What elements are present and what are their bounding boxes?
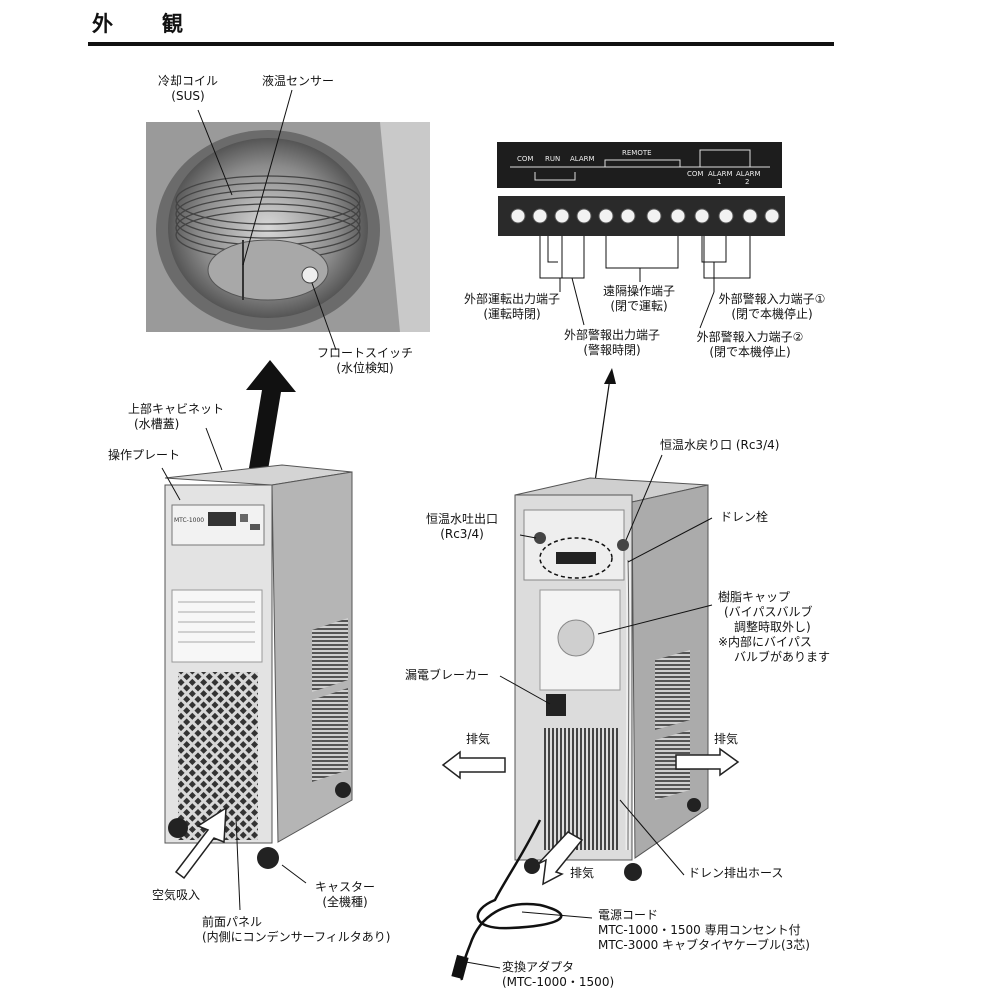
power-cord-label: 電源コード MTC-1000・1500 専用コンセント付 MTC-3000 キャ… — [598, 908, 810, 953]
ext-alarm-in2-sub: (閉で本機停止) — [709, 345, 791, 359]
temp-sensor-label: 液温センサー — [262, 74, 335, 88]
power-cord-sub2: MTC-3000 キャブタイヤケーブル(3芯) — [598, 938, 810, 952]
remote-terminal-label: 遠隔操作端子 (閉で運転) — [584, 284, 694, 314]
float-switch-sub: (水位検知) — [336, 361, 394, 375]
front-panel-text: 前面パネル — [202, 915, 263, 929]
resin-cap-note2: バルブがあります — [734, 650, 831, 664]
rear-unit — [451, 477, 709, 981]
page-title: 外 観 — [92, 12, 197, 36]
terminal-com-text: COM — [517, 155, 533, 163]
terminal-alarm-text: ALARM — [570, 155, 595, 163]
upper-cabinet-sub: (水槽蓋) — [134, 417, 180, 431]
terminal-alarm2-num: 2 — [745, 178, 749, 186]
terminal-alarm2-text: ALARM — [736, 170, 761, 178]
outlet-port-sub: (Rc3/4) — [440, 527, 484, 541]
return-port-icon — [617, 539, 629, 551]
ext-alarm-out-label: 外部警報出力端子 (警報時閉) — [552, 328, 672, 358]
resin-cap-sub1: (バイパスバルブ — [724, 605, 813, 619]
leakage-breaker-label: 漏電ブレーカー — [405, 668, 490, 682]
front-unit-model: MTC-1000 — [174, 517, 204, 524]
cooling-coil-label: 冷却コイル (SUS) — [138, 74, 238, 104]
ext-run-out-label: 外部運転出力端子 (運転時閉) — [452, 292, 572, 322]
air-intake-label: 空気吸入 — [152, 888, 201, 902]
power-cord-sub1: MTC-1000・1500 専用コンセント付 — [598, 923, 801, 937]
terminal-com2-text: COM — [687, 170, 703, 178]
ext-alarm-in2-text: 外部警報入力端子② — [696, 330, 804, 344]
resin-cap-note1: ※内部にバイパス — [718, 635, 812, 649]
return-port-label: 恒温水戻り口 (Rc3/4) — [660, 438, 780, 452]
float-switch-text: フロートスイッチ — [316, 346, 413, 360]
breaker-icon — [546, 694, 566, 716]
drain-hose-label: ドレン排出ホース — [688, 866, 784, 880]
resin-cap-text: 樹脂キャップ — [718, 590, 791, 604]
adapter-sub: (MTC-1000・1500) — [502, 975, 615, 989]
power-cord — [460, 819, 563, 981]
operation-plate-label: 操作プレート — [108, 448, 181, 462]
exhaust-bottom-label: 排気 — [570, 866, 595, 880]
ext-alarm-in1-sub: (閉で本機停止) — [731, 307, 813, 321]
ext-alarm-in1-label: 外部警報入力端子① (閉で本機停止) — [702, 292, 842, 322]
exhaust-left-arrow — [441, 750, 506, 780]
outlet-port-label: 恒温水吐出口 (Rc3/4) — [412, 512, 512, 542]
exhaust-bottom-arrow — [537, 831, 584, 886]
float-switch-label: フロートスイッチ (水位検知) — [310, 346, 420, 376]
caster-icons — [168, 782, 351, 869]
terminal-alarm1-text: ALARM — [708, 170, 733, 178]
resin-cap-sub2: 調整時取外し) — [734, 620, 811, 634]
terminal-run-text: RUN — [545, 155, 560, 163]
float-switch-icon — [301, 266, 319, 284]
display-icon — [208, 512, 236, 526]
adapter-text: 変換アダプタ — [502, 960, 575, 974]
air-intake-arrow — [174, 806, 227, 880]
upper-cabinet-text: 上部キャビネット — [128, 402, 225, 416]
rear-grille — [542, 728, 620, 850]
front-panel-label: 前面パネル (内側にコンデンサーフィルタあり) — [202, 915, 390, 945]
ext-run-out-text: 外部運転出力端子 — [463, 292, 560, 306]
terminal-panel: COM RUN ALARM REMOTE COM ALARM 1 ALARM 2 — [497, 142, 785, 329]
outlet-port-icon — [534, 532, 546, 544]
terminal-location — [556, 552, 596, 564]
terminal-remote-text: REMOTE — [622, 149, 652, 157]
front-unit: MTC-1000 — [164, 464, 353, 869]
ext-alarm-in2-label: 外部警報入力端子② (閉で本機停止) — [680, 330, 820, 360]
ext-alarm-in1-text: 外部警報入力端子① — [718, 292, 826, 306]
cooling-coil-text: 冷却コイル — [157, 74, 218, 88]
upper-cabinet-label: 上部キャビネット (水槽蓋) — [128, 402, 224, 432]
caster-sub: (全機種) — [322, 895, 368, 909]
ext-run-out-sub: (運転時閉) — [483, 307, 541, 321]
drain-plug-label: ドレン栓 — [720, 510, 769, 524]
remote-terminal-text: 遠隔操作端子 — [602, 284, 675, 298]
exhaust-left-label: 排気 — [466, 732, 491, 746]
resin-cap-icon — [557, 619, 595, 657]
title-underline — [88, 42, 834, 46]
caster-text: キャスター — [314, 880, 375, 894]
outlet-port-text: 恒温水吐出口 — [425, 512, 498, 526]
adapter-icon — [451, 954, 469, 980]
caster-label: キャスター (全機種) — [300, 880, 390, 910]
exhaust-right-arrow — [675, 747, 740, 777]
adapter-label: 変換アダプタ (MTC-1000・1500) — [502, 960, 614, 990]
front-grille — [178, 672, 258, 840]
power-cord-text: 電源コード — [598, 908, 659, 922]
tank-photo — [146, 122, 430, 332]
terminal-alarm1-num: 1 — [717, 178, 721, 186]
remote-terminal-sub: (閉で運転) — [610, 299, 668, 313]
exhaust-right-label: 排気 — [714, 732, 739, 746]
front-panel-sub: (内側にコンデンサーフィルタあり) — [202, 930, 391, 944]
cooling-coil-sub: (SUS) — [171, 89, 205, 103]
ext-alarm-out-text: 外部警報出力端子 — [563, 328, 660, 342]
ext-alarm-out-sub: (警報時閉) — [583, 343, 641, 357]
resin-cap-label: 樹脂キャップ (バイパスバルブ 調整時取外し) ※内部にバイパス バルブがありま… — [718, 590, 830, 665]
tank-location-arrow — [246, 360, 296, 470]
